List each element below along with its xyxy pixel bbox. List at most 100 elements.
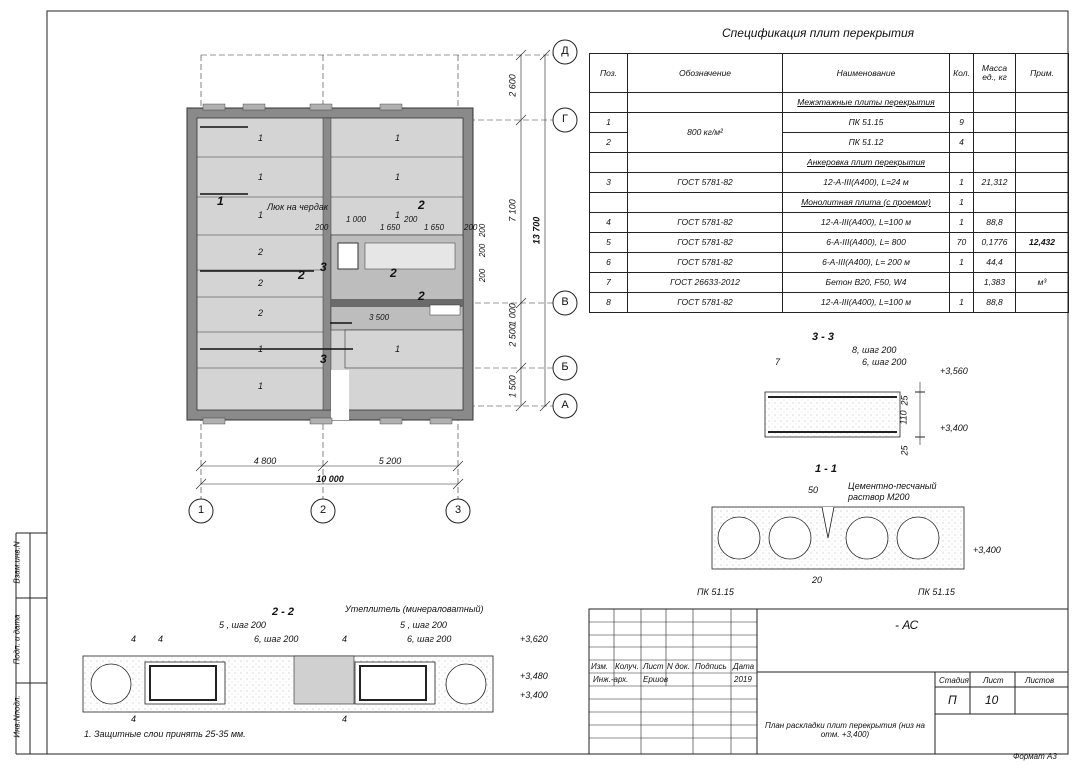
rebar-mark: 4	[131, 634, 137, 644]
format-label: Формат А3	[1013, 752, 1057, 761]
dim-10000: 10 000	[316, 474, 344, 484]
spec-cell: 12-А-III(А400), L=100 м	[782, 292, 950, 313]
section-mark: 3	[320, 260, 327, 274]
dim-50: 50	[808, 485, 819, 495]
stamp-person: Ершов	[643, 675, 669, 684]
axis-label-v: В	[561, 296, 569, 308]
stamp-col: Колуч.	[615, 662, 639, 671]
section-3-3	[764, 382, 925, 445]
spec-cell: 4	[589, 212, 628, 233]
slab-right-label: ПК 51.15	[918, 587, 955, 597]
section-mark: 2	[418, 289, 425, 303]
spec-header-name: Наименование	[782, 53, 950, 93]
spec-cell: 1	[589, 112, 628, 133]
spec-cell: 5	[589, 232, 628, 253]
spec-cell: ГОСТ 5781-82	[627, 172, 783, 193]
opening-dim: 200	[404, 215, 418, 224]
slab-label: 1	[258, 172, 264, 182]
side-label: Взам.инв.N	[12, 541, 22, 584]
section-22-label: 6, шаг 200	[407, 634, 452, 644]
slab-left-label: ПК 51.15	[697, 587, 734, 597]
stamp-col: Дата	[733, 662, 755, 671]
axis-label-2: 2	[319, 504, 327, 516]
section-22-label: 5 , шаг 200	[400, 620, 447, 630]
slab-label: 1	[395, 210, 401, 220]
spec-header-qty: Кол.	[949, 53, 974, 93]
slab-label: 2	[258, 278, 264, 288]
slab-label: 1	[395, 172, 401, 182]
section-mark: 2	[390, 266, 397, 280]
spec-cell: 88,8	[973, 212, 1016, 233]
section-33-dim: 25	[899, 395, 910, 406]
level-mark: +3,620	[520, 634, 548, 644]
spec-header-mass: Масса ед., кг	[973, 53, 1016, 93]
spec-cell: 1	[949, 252, 974, 273]
axis-label-g: Г	[562, 113, 568, 125]
opening-vdim: 200	[478, 243, 488, 258]
spec-cell: Бетон В20, F50, W4	[782, 272, 950, 293]
dim-4800: 4 800	[253, 456, 277, 466]
spec-cell: 1	[949, 192, 974, 213]
stamp-sheet: 10	[985, 693, 999, 707]
stamp-col: Изм.	[591, 662, 609, 671]
stamp-stage: П	[948, 693, 957, 707]
note-text: 1. Защитные слои принять 25-35 мм.	[84, 729, 246, 739]
opening-vdim: 200	[478, 223, 488, 238]
axis-label-3: 3	[454, 504, 462, 516]
insulation-label: Утеплитель (минераловатный)	[345, 604, 484, 614]
stamp-col: N док.	[667, 662, 690, 671]
section-33-label: 8, шаг 200	[852, 345, 897, 355]
spec-cell: м³	[1015, 272, 1069, 293]
opening-dim: 1 000	[346, 215, 367, 224]
section-1-1	[711, 506, 965, 570]
sheet-title: План раскладки плит перекрытия (низ на о…	[765, 721, 925, 739]
stamp-col: Подпись	[695, 662, 727, 671]
spec-cell: 3	[589, 172, 628, 193]
spec-cell: 12,432	[1015, 232, 1069, 253]
slab-label: 1	[395, 133, 401, 143]
rebar-mark: 4	[342, 634, 348, 644]
table-row: Монолитная плита (с проемом)1	[589, 192, 1069, 213]
spec-cell: 0,1776	[973, 232, 1016, 253]
spec-cell: 2	[589, 132, 628, 153]
spec-table: Поз. Обозначение Наименование Кол. Масса…	[589, 53, 1069, 313]
spec-header-pos: Поз.	[589, 53, 628, 93]
spec-title: Спецификация плит перекрытия	[722, 26, 915, 40]
spec-cell: 12-А-III(А400), L=100 м	[782, 212, 950, 233]
slab-label: 1	[395, 344, 401, 354]
level-mark: +3,480	[520, 671, 548, 681]
opening-dim: 200	[464, 223, 478, 232]
title-block	[588, 608, 1069, 755]
section-mark: 2	[418, 198, 425, 212]
section-mark: 3	[320, 352, 327, 366]
spec-section-2: Анкеровка плит перекрытия	[782, 152, 950, 173]
spec-section-1: Межэтажные плиты перекрытия	[782, 92, 950, 113]
spec-cell: ГОСТ 5781-82	[627, 252, 783, 273]
sheet-frame	[46, 10, 1069, 755]
slab-label: 2	[258, 247, 264, 257]
level-mark: +3,560	[940, 366, 968, 376]
rebar-mark: 4	[342, 714, 348, 724]
dim-13700: 13 700	[531, 216, 542, 245]
stamp-sheet-header: Лист	[983, 676, 1004, 685]
stamp-role: Инж.-арх.	[593, 675, 629, 684]
section-22-label: 6, шаг 200	[254, 634, 299, 644]
level-mark: +3,400	[973, 545, 1001, 555]
spec-cell: Монолитная плита (с проемом)	[782, 192, 950, 213]
spec-cell: 12-А-III(А400), L=24 м	[782, 172, 950, 193]
spec-cell: 1	[949, 212, 974, 233]
spec-cell: 8	[589, 292, 628, 313]
spec-cell: 1	[949, 172, 974, 193]
spec-cell: ПК 51.15	[782, 112, 950, 133]
opening-dim: 1 650	[424, 223, 445, 232]
section-22-title: 2 - 2	[272, 606, 295, 618]
stamp-sheets-header: Листов	[1025, 676, 1055, 685]
axis-label-d: Д	[561, 45, 569, 57]
section-mark: 1	[217, 194, 224, 208]
spec-cell: ГОСТ 5781-82	[627, 292, 783, 313]
spec-cell: 800 кг/м²	[627, 112, 783, 153]
